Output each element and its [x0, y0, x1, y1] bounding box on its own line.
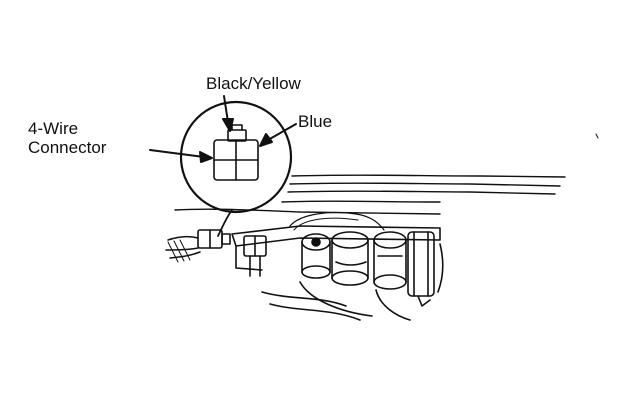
label-connector-line2: Connector [28, 138, 107, 157]
engine-components [231, 211, 444, 321]
label-black-yellow-wire: Black/Yellow [206, 74, 301, 93]
black-yellow-arrowhead [222, 118, 234, 132]
engine-contours [174, 133, 599, 215]
connector-arrow [149, 149, 205, 158]
blue-arrowhead [259, 133, 273, 147]
blue-arrow [267, 123, 297, 141]
connector-arrowhead [199, 151, 213, 163]
pointer-arrows [149, 95, 297, 163]
black-yellow-arrow [223, 95, 229, 123]
callout-circle [179, 100, 293, 214]
wire-harness [165, 235, 201, 263]
engine-connector [197, 229, 231, 249]
detail-callout [179, 100, 293, 237]
label-connector-line1: 4-Wire [28, 119, 79, 138]
label-blue-wire: Blue [298, 112, 333, 131]
connector-closeup [213, 124, 259, 181]
callout-leader [217, 209, 233, 237]
